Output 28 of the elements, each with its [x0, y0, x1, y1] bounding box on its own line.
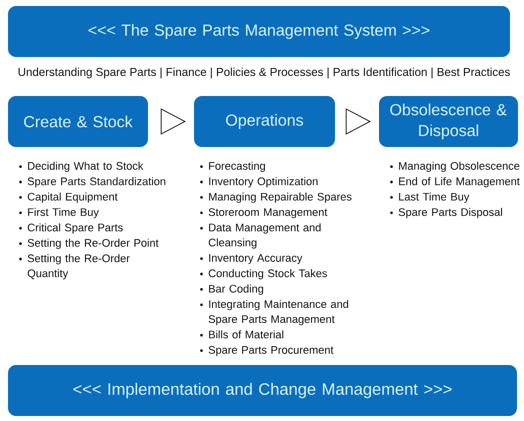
list-item: Storeroom Management — [208, 208, 328, 218]
list-item: Bar Coding — [209, 284, 264, 295]
list-item: Bills of Material — [209, 330, 284, 338]
list-item: Spare Parts Disposal — [398, 208, 502, 218]
stage-box: Create & Stock — [8, 96, 148, 147]
banner: <<< Implementation and Change Management >>> — [8, 365, 517, 416]
list-item: Deciding What to Stock — [28, 162, 144, 172]
stage-box: Obsolescence & Disposal — [379, 96, 518, 147]
list-item: Spare Parts Procurement — [208, 346, 334, 356]
list-item: Setting the Re-Order Quantity — [28, 254, 130, 280]
list-item: First Time Buy — [28, 208, 99, 218]
list-item: Setting the Re-Order Point — [28, 238, 159, 249]
list-item: Inventory Optimization — [209, 177, 318, 188]
list-item: Capital Equipment — [28, 192, 118, 203]
title-banner: <<< The Spare Parts Management System >>> — [8, 6, 510, 57]
list-item: Last Time Buy — [399, 192, 470, 203]
list-item: Integrating Maintenance and Spare Parts Management — [208, 300, 348, 326]
list-item: End of Life Management — [399, 177, 520, 188]
list-item: Managing Repairable Spares — [209, 192, 352, 203]
topic-line: Understanding Spare Parts | Finance | Policies & Processes | Parts Identification | Best Practices — [18, 68, 510, 78]
list-item: Inventory Accuracy — [209, 254, 302, 264]
list-item: Managing Obsolescence — [399, 162, 520, 172]
list-item: Spare Parts Standardization — [28, 177, 166, 188]
list-item: Forecasting — [209, 162, 265, 172]
stage-box: Operations — [194, 96, 335, 147]
list-item: Data Management and Cleansing — [208, 223, 321, 249]
list-item: Critical Spare Parts — [28, 223, 123, 234]
list-item: Conducting Stock Takes — [208, 269, 328, 280]
